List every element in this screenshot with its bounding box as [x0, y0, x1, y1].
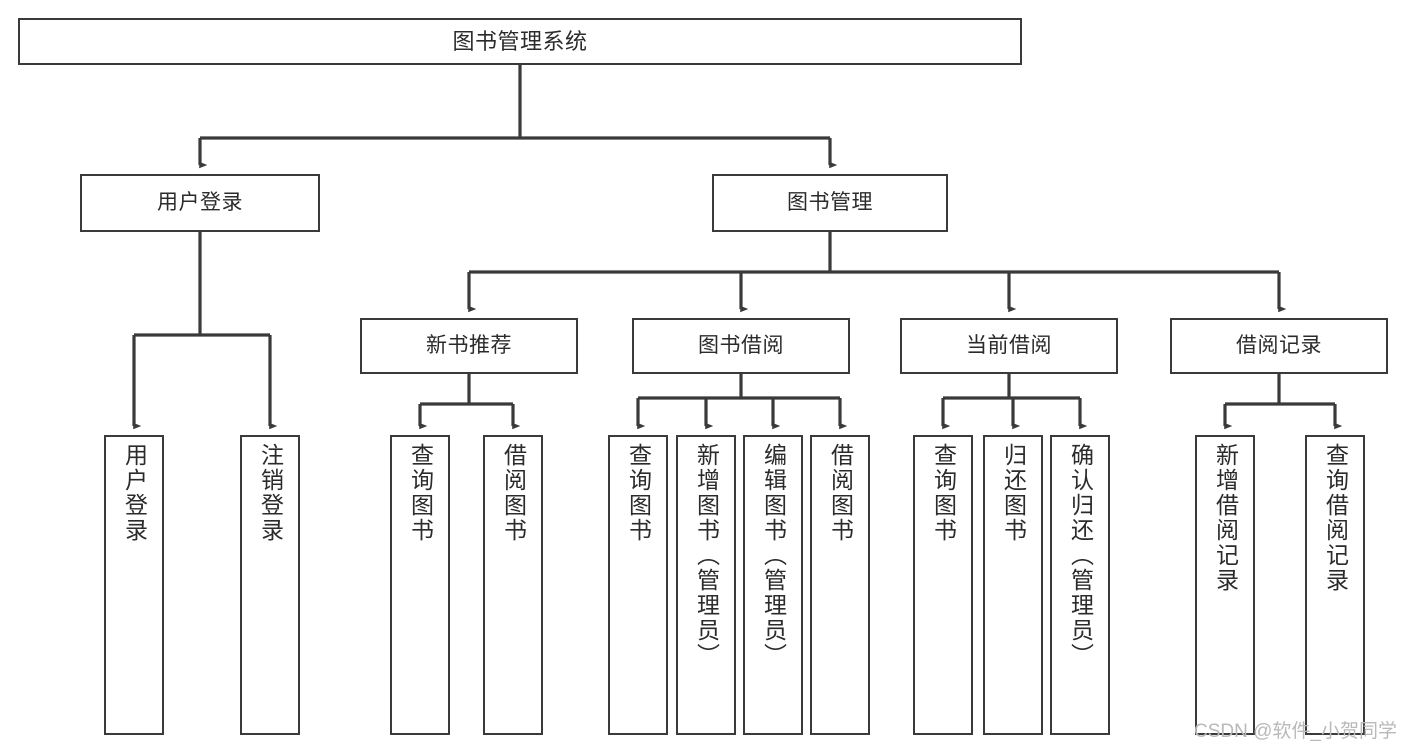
node-leaf-query-borrow-record[interactable]: 查询借阅记录 [1305, 435, 1365, 735]
node-leaf-confirm-return-admin[interactable]: 确认归还（管理员） [1050, 435, 1110, 735]
node-leaf-edit-book-admin[interactable]: 编辑图书（管理员） [743, 435, 803, 735]
node-label: 查询借阅记录 [1322, 443, 1349, 593]
node-leaf-query-book-3[interactable]: 查询图书 [913, 435, 973, 735]
node-label: 图书管理系统 [452, 28, 588, 54]
node-label: 新增图书（管理员） [693, 443, 720, 668]
node-leaf-user-login[interactable]: 用户登录 [104, 435, 164, 735]
node-label: 查询图书 [407, 443, 434, 543]
node-label: 用户登录 [121, 443, 148, 543]
node-label: 图书借阅 [698, 333, 784, 357]
node-leaf-logout[interactable]: 注销登录 [240, 435, 300, 735]
node-label: 归还图书 [1000, 443, 1027, 543]
node-label: 图书管理 [787, 190, 873, 214]
node-leaf-borrow-book-1[interactable]: 借阅图书 [483, 435, 543, 735]
node-label: 用户登录 [157, 190, 243, 214]
node-label: 借阅记录 [1236, 333, 1322, 357]
node-leaf-borrow-book-2[interactable]: 借阅图书 [810, 435, 870, 735]
node-borrow-record[interactable]: 借阅记录 [1170, 318, 1388, 374]
node-current-borrow[interactable]: 当前借阅 [900, 318, 1118, 374]
node-root-book-management-system[interactable]: 图书管理系统 [18, 18, 1022, 65]
node-new-book-recommend[interactable]: 新书推荐 [360, 318, 578, 374]
node-user-login[interactable]: 用户登录 [80, 174, 320, 232]
node-leaf-return-book[interactable]: 归还图书 [983, 435, 1043, 735]
node-label: 借阅图书 [500, 443, 527, 543]
node-label: 确认归还（管理员） [1067, 443, 1094, 668]
node-book-management[interactable]: 图书管理 [712, 174, 948, 232]
node-leaf-query-book-1[interactable]: 查询图书 [390, 435, 450, 735]
node-leaf-query-book-2[interactable]: 查询图书 [608, 435, 668, 735]
node-label: 查询图书 [930, 443, 957, 543]
node-label: 查询图书 [625, 443, 652, 543]
node-book-borrow[interactable]: 图书借阅 [632, 318, 850, 374]
node-label: 当前借阅 [966, 333, 1052, 357]
node-label: 借阅图书 [827, 443, 854, 543]
node-label: 编辑图书（管理员） [760, 443, 787, 668]
node-label: 新增借阅记录 [1212, 443, 1239, 593]
node-label: 新书推荐 [426, 333, 512, 357]
node-leaf-add-borrow-record[interactable]: 新增借阅记录 [1195, 435, 1255, 735]
node-label: 注销登录 [257, 443, 284, 543]
node-leaf-add-book-admin[interactable]: 新增图书（管理员） [676, 435, 736, 735]
